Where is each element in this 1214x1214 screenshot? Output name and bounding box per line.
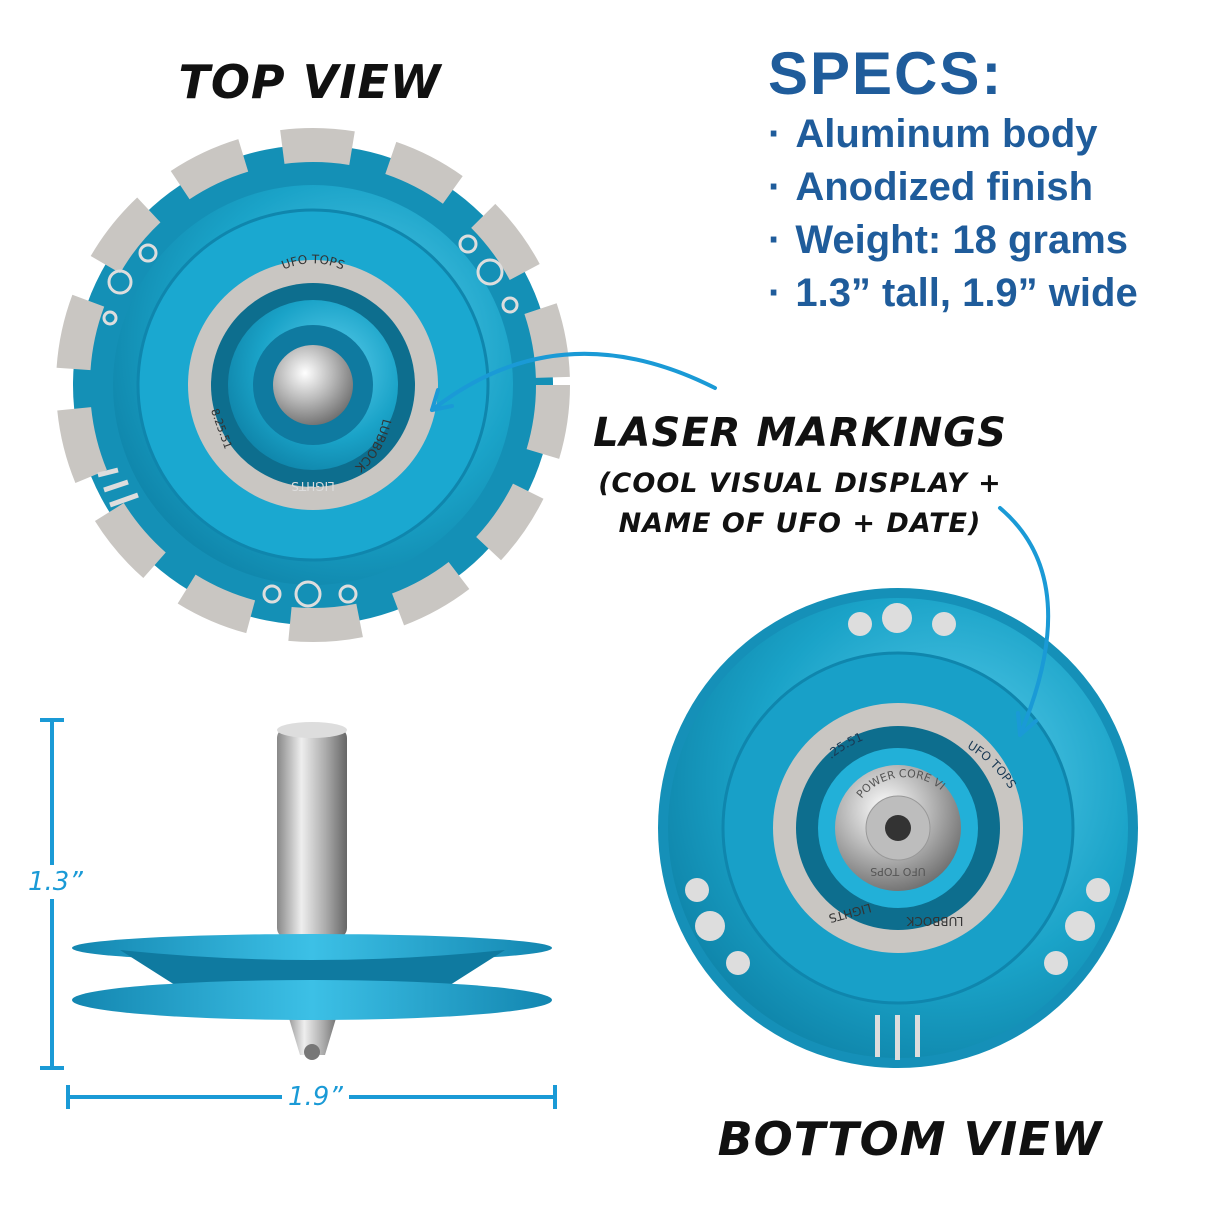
spec-text: Aluminum body xyxy=(795,112,1098,156)
spec-text: Weight: 18 grams xyxy=(795,218,1129,262)
spec-text: 1.3” tall, 1.9” wide xyxy=(795,271,1138,315)
specs-title: SPECS: xyxy=(768,40,1004,107)
laser-markings-title: LASER MARKINGS xyxy=(593,410,1007,456)
circle-marking-icon xyxy=(107,269,133,295)
bullet-icon: · xyxy=(768,112,782,156)
spec-item: · Anodized finish xyxy=(768,161,1138,214)
specs-panel: SPECS: · Aluminum body · Anodized finish ·… xyxy=(768,40,1138,320)
bullet-icon: · xyxy=(768,218,782,262)
bullet-icon: · xyxy=(768,271,782,315)
spec-text: Anodized finish xyxy=(795,165,1094,209)
spec-item: · Aluminum body xyxy=(768,108,1138,161)
engraving-name: LIGHTS xyxy=(291,479,335,493)
arrow-to-top-view-icon xyxy=(430,351,717,412)
bottom-view-title: BOTTOM VIEW xyxy=(717,1112,1103,1166)
bullet-icon: · xyxy=(768,165,782,209)
laser-markings-subtitle-2: NAME OF UFO + DATE) xyxy=(618,508,982,539)
arrow-to-bottom-view-icon xyxy=(998,506,1051,737)
engraving-core-brand: UFO TOPS xyxy=(870,865,926,878)
side-view-top xyxy=(72,722,552,1060)
width-label: 1.9” xyxy=(282,1082,349,1112)
laser-markings-subtitle-1: (COOL VISUAL DISPLAY + xyxy=(598,468,1002,499)
height-label: 1.3” xyxy=(28,865,83,899)
top-view-title: TOP VIEW xyxy=(178,55,442,109)
spec-item: · 1.3” tall, 1.9” wide xyxy=(768,267,1138,320)
spec-item: · Weight: 18 grams xyxy=(768,214,1138,267)
engraving-city: LUBBOCK xyxy=(905,914,963,928)
top-view-disc: UFO TOPS LUBBOCK LIGHTS 8.25.51 xyxy=(56,128,570,642)
